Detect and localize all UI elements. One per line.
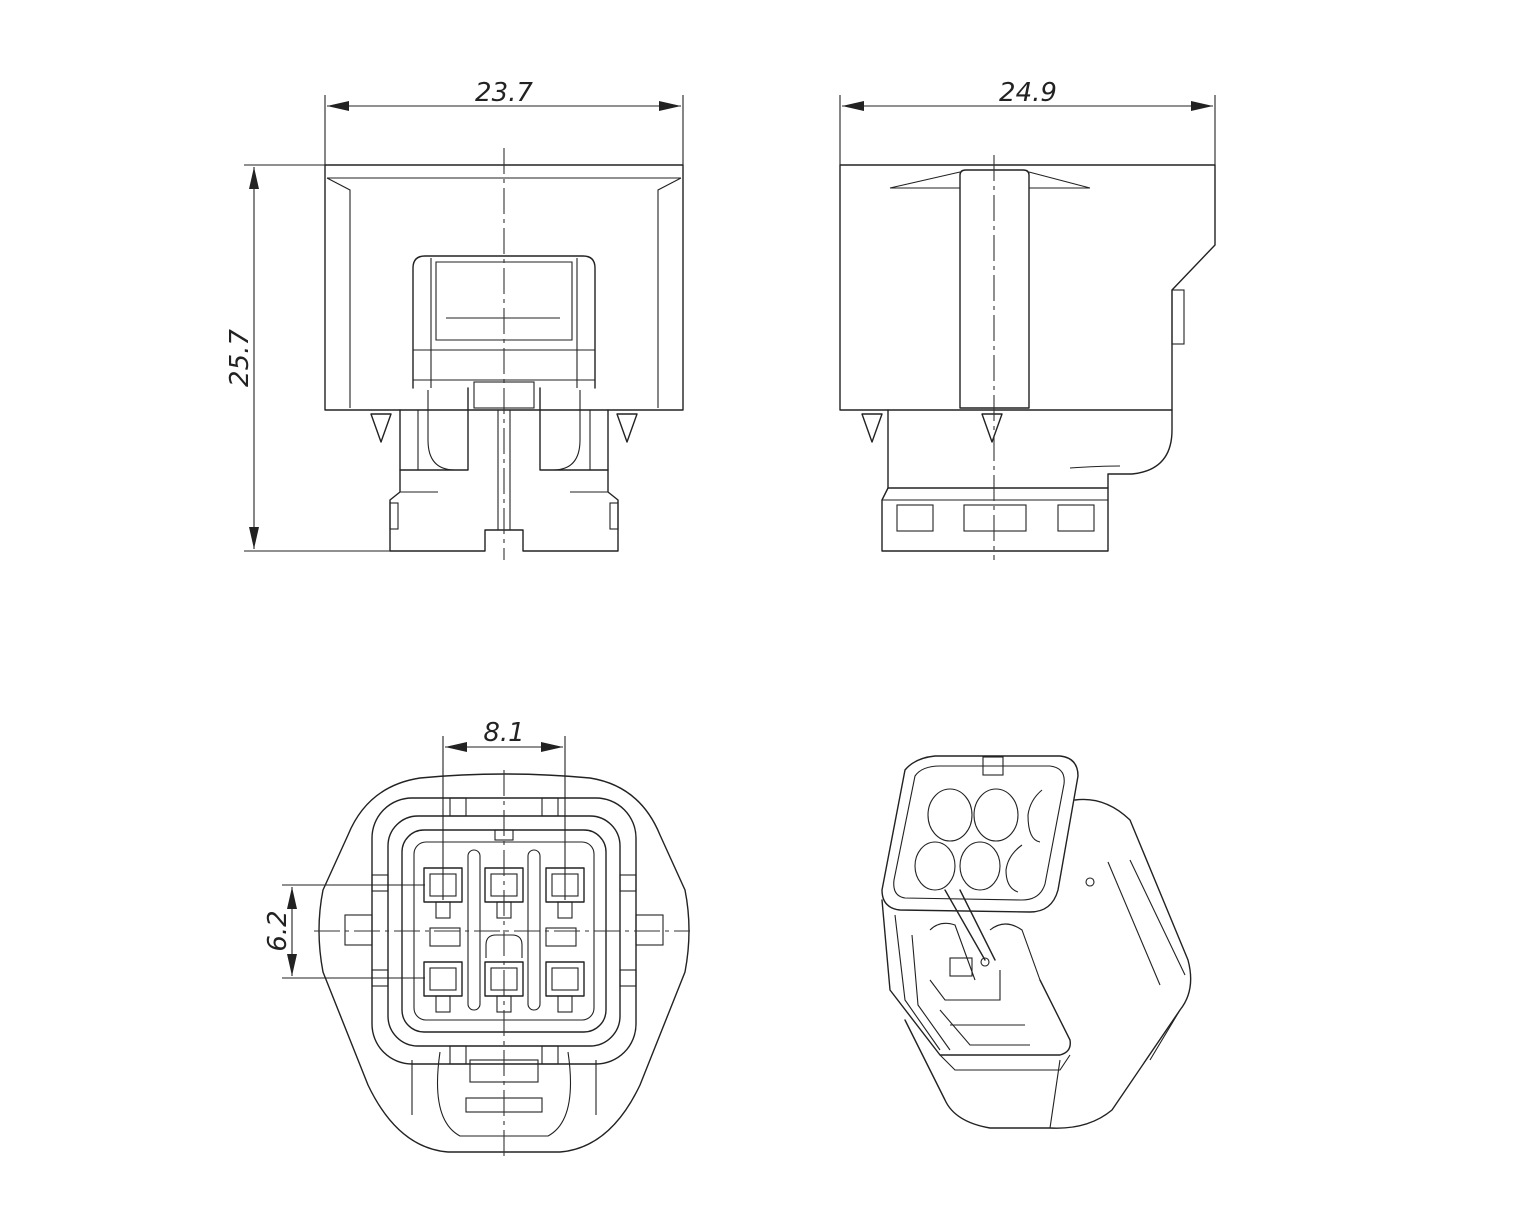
dimension-label-vertical-pitch: 6.2 [263, 910, 293, 951]
dimension-vertical-pitch: 6.2 [263, 884, 425, 979]
dimension-label-front-width: 23.7 [475, 78, 533, 108]
dimension-height: 25.7 [225, 164, 390, 552]
dimension-side-width: 24.9 [839, 78, 1216, 165]
dimension-front-width: 23.7 [324, 78, 684, 165]
dimension-label-horizontal-pitch: 8.1 [483, 718, 524, 748]
isometric-view [881, 755, 1192, 1129]
dimension-label-height: 25.7 [225, 329, 255, 387]
dimension-label-side-width: 24.9 [999, 78, 1057, 108]
side-view: 24.9 [839, 78, 1216, 560]
dimension-horizontal-pitch: 8.1 [442, 718, 566, 900]
front-view: 23.7 25.7 [225, 78, 684, 560]
face-view: 8.1 6.2 [263, 718, 690, 1160]
